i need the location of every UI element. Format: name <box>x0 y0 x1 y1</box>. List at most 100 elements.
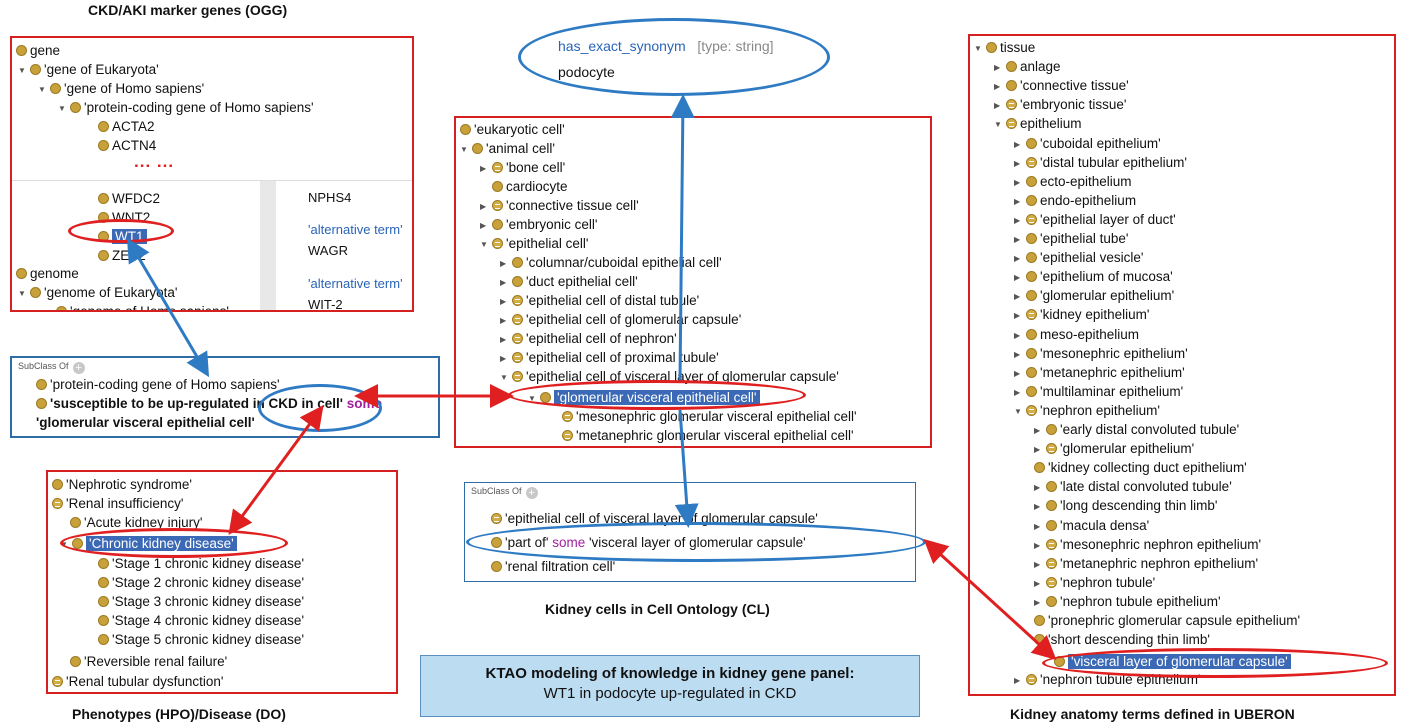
tree-node[interactable]: 'Stage 4 chronic kidney disease' <box>98 611 304 630</box>
tree-node[interactable]: ▼'gene of Homo sapiens' <box>38 79 204 98</box>
collapse-triangle-icon[interactable]: ▶ <box>1034 502 1041 512</box>
expand-triangle-icon[interactable]: ▼ <box>974 44 982 53</box>
expand-triangle-icon[interactable]: ▼ <box>58 104 66 113</box>
scrollbar[interactable] <box>260 181 276 310</box>
add-icon[interactable]: + <box>525 487 538 499</box>
tree-node[interactable]: ▶'glomerular epithelium' <box>1034 439 1194 458</box>
tree-node[interactable]: ▶'early distal convoluted tubule' <box>1034 420 1239 439</box>
collapse-triangle-icon[interactable]: ▶ <box>1014 139 1021 149</box>
tree-node[interactable]: 'mesonephric glomerular visceral epithel… <box>562 407 857 426</box>
tree-node[interactable]: ▶'epithelial vesicle' <box>1014 248 1143 267</box>
collapse-triangle-icon[interactable]: ▶ <box>500 354 507 363</box>
tree-node[interactable]: ▼epithelium <box>994 114 1082 133</box>
tree-node[interactable]: ACTA2 <box>98 117 155 136</box>
tree-node[interactable]: ▶'embryonic tissue' <box>994 95 1126 114</box>
tree-node[interactable]: ▶'epithelial cell of distal tubule' <box>500 291 699 310</box>
collapse-triangle-icon[interactable]: ▶ <box>480 202 487 211</box>
tree-node[interactable]: 'Renal insufficiency' <box>52 494 183 513</box>
tree-node[interactable]: 'Stage 2 chronic kidney disease' <box>98 573 304 592</box>
tree-node[interactable]: ACTN4 <box>98 136 156 155</box>
tree-node[interactable]: ▶'epithelial cell of nephron' <box>500 329 677 348</box>
tree-node[interactable]: 'Stage 1 chronic kidney disease' <box>98 554 304 573</box>
tree-node[interactable]: ▶'late distal convoluted tubule' <box>1034 477 1232 496</box>
expand-triangle-icon[interactable]: ▼ <box>38 85 46 94</box>
tree-node[interactable]: ▼'epithelial cell' <box>480 234 588 253</box>
tree-node[interactable]: genome <box>16 264 79 283</box>
tree-node[interactable]: gene <box>16 41 60 60</box>
expand-triangle-icon[interactable]: ▼ <box>18 66 26 75</box>
collapse-triangle-icon[interactable]: ▶ <box>1034 426 1041 435</box>
expand-triangle-icon[interactable]: ▼ <box>480 240 488 249</box>
collapse-triangle-icon[interactable]: ▶ <box>1014 254 1021 264</box>
collapse-triangle-icon[interactable]: ▶ <box>1014 330 1021 340</box>
collapse-triangle-icon[interactable]: ▶ <box>994 63 1001 73</box>
collapse-triangle-icon[interactable]: ▶ <box>500 335 507 344</box>
tree-node[interactable]: ▶'long descending thin limb' <box>1034 496 1218 515</box>
collapse-triangle-icon[interactable]: ▶ <box>1014 158 1021 168</box>
tree-node[interactable]: ▶'epithelial cell of proximal tubule' <box>500 348 719 367</box>
collapse-triangle-icon[interactable]: ▶ <box>480 164 487 173</box>
tree-node[interactable]: ▶'epithelial tube' <box>1014 229 1128 248</box>
tree-node[interactable]: 'metanephric glomerular visceral epithel… <box>562 426 854 445</box>
tree-node[interactable]: 'kidney collecting duct epithelium' <box>1034 458 1247 477</box>
tree-node[interactable]: ▶anlage <box>994 57 1061 76</box>
collapse-triangle-icon[interactable]: ▶ <box>480 221 487 230</box>
subclass-axiom[interactable]: 'renal filtration cell' <box>491 557 615 576</box>
tree-node[interactable]: ▶'connective tissue' <box>994 76 1129 95</box>
tree-node[interactable]: ▶'kidney epithelium' <box>1014 305 1149 324</box>
tree-node[interactable]: ▶'embryonic cell' <box>480 215 597 234</box>
expand-triangle-icon[interactable]: ▼ <box>460 145 468 154</box>
tree-node[interactable]: ▶'glomerular epithelium' <box>1014 286 1174 305</box>
tree-node[interactable]: ▶'duct epithelial cell' <box>500 272 638 291</box>
tree-node[interactable]: ▶'connective tissue cell' <box>480 196 639 215</box>
tree-node[interactable]: ▶'epithelial layer of duct' <box>1014 210 1176 229</box>
collapse-triangle-icon[interactable]: ▶ <box>1034 445 1041 455</box>
tree-node[interactable]: ▶'columnar/cuboidal epithelial cell' <box>500 253 722 272</box>
tree-node[interactable]: ▶'distal tubular epithelium' <box>1014 153 1187 172</box>
tree-node[interactable]: ▼'protein-coding gene of Homo sapiens' <box>58 98 314 117</box>
tree-node[interactable]: ▶'epithelium of mucosa' <box>1014 267 1173 286</box>
tree-node[interactable]: ▼tissue <box>974 38 1035 57</box>
tree-node[interactable]: ▼'gene of Eukaryota' <box>18 60 159 79</box>
collapse-triangle-icon[interactable]: ▶ <box>1014 177 1021 187</box>
tree-node[interactable]: ▶ecto-epithelium <box>1014 172 1132 191</box>
collapse-triangle-icon[interactable]: ▶ <box>1014 235 1021 244</box>
collapse-triangle-icon[interactable]: ▶ <box>1014 273 1021 283</box>
collapse-triangle-icon[interactable]: ▶ <box>500 316 507 325</box>
collapse-triangle-icon[interactable]: ▶ <box>1034 521 1041 531</box>
tree-node[interactable]: ▶'macula densa' <box>1034 516 1149 535</box>
expand-triangle-icon[interactable]: ▼ <box>500 373 508 382</box>
collapse-triangle-icon[interactable]: ▶ <box>1014 196 1021 206</box>
tree-node[interactable]: 'Stage 5 chronic kidney disease' <box>98 630 304 649</box>
tree-node[interactable]: ▶'mesonephric epithelium' <box>1014 344 1188 363</box>
collapse-triangle-icon[interactable]: ▶ <box>1034 483 1041 493</box>
tree-node[interactable]: ▼'nephron epithelium' <box>1014 401 1160 420</box>
collapse-triangle-icon[interactable]: ▶ <box>1014 368 1021 378</box>
tree-node[interactable]: ▶meso-epithelium <box>1014 325 1139 344</box>
collapse-triangle-icon[interactable]: ▶ <box>1014 676 1021 685</box>
collapse-triangle-icon[interactable]: ▶ <box>1014 311 1021 321</box>
tree-node[interactable]: ▶endo-epithelium <box>1014 191 1136 210</box>
tree-node[interactable]: ▶'cuboidal epithelium' <box>1014 134 1161 153</box>
tree-node[interactable]: 'eukaryotic cell' <box>460 120 565 139</box>
expand-triangle-icon[interactable]: ▼ <box>1014 406 1022 416</box>
expand-triangle-icon[interactable]: ▼ <box>994 120 1002 130</box>
collapse-triangle-icon[interactable]: ▶ <box>994 101 1001 111</box>
tree-node[interactable]: ▶'bone cell' <box>480 158 565 177</box>
collapse-triangle-icon[interactable]: ▶ <box>500 259 507 268</box>
tree-node[interactable]: 'Stage 3 chronic kidney disease' <box>98 592 304 611</box>
expand-triangle-icon[interactable]: ▼ <box>18 289 26 298</box>
subclass-axiom[interactable]: 'protein-coding gene of Homo sapiens' <box>36 375 280 394</box>
tree-node[interactable]: 'Acute kidney injury' <box>70 513 202 532</box>
collapse-triangle-icon[interactable]: ▶ <box>1014 215 1021 225</box>
collapse-triangle-icon[interactable]: ▶ <box>500 297 507 306</box>
tree-node[interactable]: ▶'multilaminar epithelium' <box>1014 382 1183 401</box>
collapse-triangle-icon[interactable]: ▶ <box>994 82 1001 92</box>
tree-node[interactable]: ▶'metanephric epithelium' <box>1014 363 1185 382</box>
tree-node[interactable]: ▼'animal cell' <box>460 139 555 158</box>
collapse-triangle-icon[interactable]: ▶ <box>1014 349 1021 359</box>
tree-node[interactable]: ▶'epithelial cell of glomerular capsule' <box>500 310 741 329</box>
tree-node[interactable]: 'Reversible renal failure' <box>70 652 227 671</box>
tree-node[interactable]: WFDC2 <box>98 189 160 208</box>
collapse-triangle-icon[interactable]: ▶ <box>1014 292 1021 302</box>
